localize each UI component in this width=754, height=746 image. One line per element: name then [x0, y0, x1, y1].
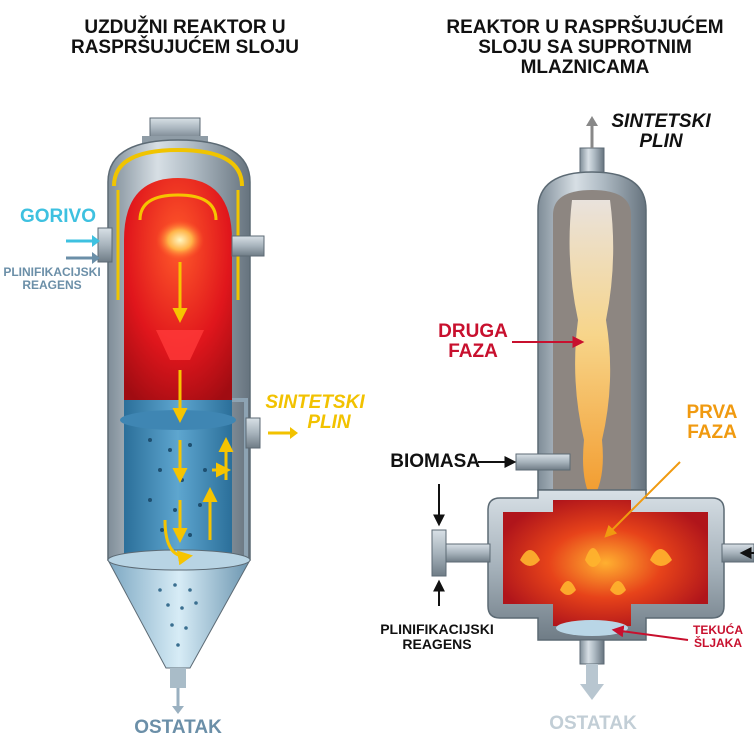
slag-label: TEKUĆA ŠLJAKA — [686, 624, 750, 649]
right-syngas-line2: PLIN — [596, 132, 726, 152]
left-reagent-line1: PLINIFIKACIJSKI — [0, 266, 104, 279]
right-residue-label: OSTATAK — [528, 714, 658, 734]
residue-arrow-icon — [172, 688, 184, 714]
second-phase-label: DRUGA FAZA — [430, 322, 516, 362]
left-title: UZDUŽNI REAKTOR U RASPRŠUJUĆEM SLOJU — [55, 18, 315, 58]
left-residue-label: OSTATAK — [118, 718, 238, 738]
first-phase-line1: PRVA — [672, 403, 752, 423]
left-reactor — [98, 118, 264, 688]
fuel-arrow-icon — [66, 235, 100, 247]
first-phase-line2: FAZA — [672, 423, 752, 443]
right-title-line3: MLAZNICAMA — [425, 58, 745, 78]
left-title-line1: UZDUŽNI REAKTOR U — [55, 18, 315, 38]
right-syngas-line1: SINTETSKI — [596, 112, 726, 132]
right-title: REAKTOR U RASPRŠUJUĆEM SLOJU SA SUPROTNI… — [425, 18, 745, 78]
right-reagent-line2: REAGENS — [352, 637, 522, 652]
first-phase-label: PRVA FAZA — [672, 403, 752, 443]
right-reagent-line1: PLINIFIKACIJSKI — [352, 622, 522, 637]
right-reagent-label: PLINIFIKACIJSKI REAGENS — [352, 622, 522, 651]
left-reagent-label: PLINIFIKACIJSKI REAGENS — [0, 266, 104, 291]
biomass-label: BIOMASA — [362, 452, 480, 472]
left-syngas-line1: SINTETSKI — [262, 393, 368, 413]
right-title-line1: REAKTOR U RASPRŠUJUĆEM — [425, 18, 745, 38]
slag-line2: ŠLJAKA — [686, 637, 750, 650]
right-residue-arrow-icon — [580, 664, 604, 700]
left-syngas-line2: PLIN — [262, 413, 368, 433]
left-reagent-line2: REAGENS — [0, 279, 104, 292]
second-phase-line2: FAZA — [430, 342, 516, 362]
left-syngas-label: SINTETSKI PLIN — [262, 393, 368, 433]
second-phase-line1: DRUGA — [430, 322, 516, 342]
right-title-line2: SLOJU SA SUPROTNIM — [425, 38, 745, 58]
reagent-arrow-icon — [66, 252, 100, 264]
fuel-label: GORIVO — [8, 207, 108, 227]
slag-line1: TEKUĆA — [686, 624, 750, 637]
left-title-line2: RASPRŠUJUĆEM SLOJU — [55, 38, 315, 58]
right-syngas-label: SINTETSKI PLIN — [596, 112, 726, 152]
